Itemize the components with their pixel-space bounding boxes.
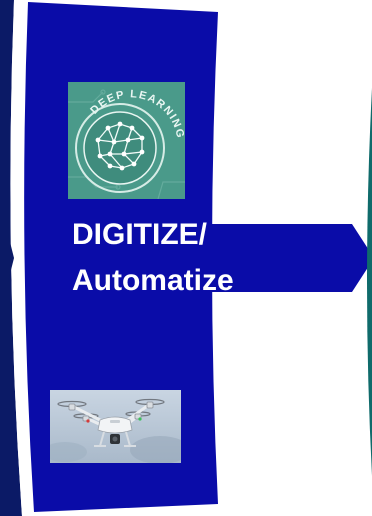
stage-title-line2: Automatize bbox=[72, 264, 234, 297]
stage-title-line1: DIGITIZE/ bbox=[72, 218, 207, 251]
brain-network-icon: DEEP LEARNING bbox=[68, 82, 185, 199]
deep-learning-image: DEEP LEARNING bbox=[68, 82, 185, 199]
drone-icon bbox=[50, 390, 181, 463]
stage-title: DIGITIZE/ Automatize bbox=[72, 212, 282, 304]
outgoing-arrow bbox=[210, 224, 372, 292]
drone-photo bbox=[50, 390, 181, 463]
incoming-arrow bbox=[0, 234, 14, 282]
next-stage-shape bbox=[367, 88, 372, 476]
stage-separator bbox=[10, 0, 36, 516]
